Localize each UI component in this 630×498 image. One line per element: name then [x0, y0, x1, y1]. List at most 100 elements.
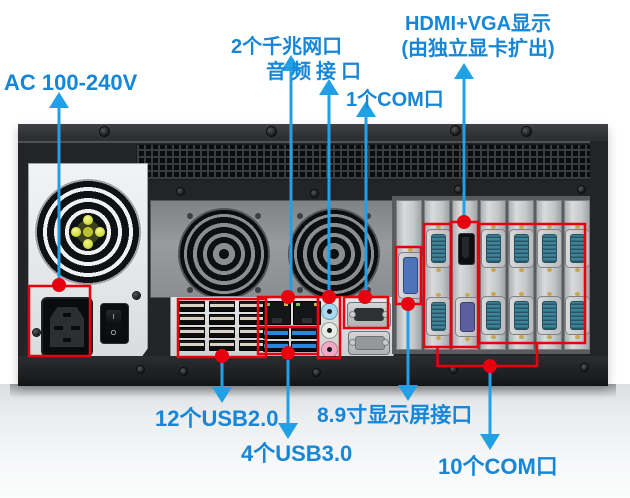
label-usb3: 4个USB3.0 — [241, 441, 353, 466]
jack-post — [491, 225, 496, 229]
case-fan-grille — [178, 208, 270, 300]
vga-face — [460, 302, 475, 332]
lan-led-amber — [284, 303, 288, 306]
label-usb2: 12个USB2.0 — [155, 406, 279, 431]
usb2-port — [239, 327, 265, 338]
screw-icon — [313, 369, 320, 376]
fan-mount-hole — [255, 213, 261, 219]
power-supply-plate: I O — [28, 163, 148, 376]
screw-icon — [177, 188, 184, 195]
audio-jack-lineout — [321, 322, 338, 339]
jack-post — [547, 268, 552, 272]
jack-post — [408, 248, 413, 252]
arrow-up-icon — [454, 63, 474, 79]
ac-pin — [63, 338, 71, 342]
label-gpu-line1: HDMI+VGA显示 — [404, 13, 552, 35]
ac-inlet-opening — [50, 307, 84, 347]
jack-post — [436, 268, 441, 272]
screw-icon — [522, 127, 531, 136]
usb2-port — [179, 340, 205, 351]
jack-post — [547, 225, 552, 229]
vga-face — [403, 257, 418, 294]
ac-power-inlet — [41, 297, 93, 357]
fan-mount-hole — [365, 287, 371, 293]
switch-on-mark: I — [112, 314, 115, 321]
card-com-port — [509, 225, 534, 272]
jack-post — [519, 292, 524, 296]
screw-icon — [578, 186, 585, 193]
jack-post — [519, 335, 524, 339]
hdmi-inner — [462, 237, 469, 259]
switch-off-mark: O — [110, 330, 117, 337]
screw-icon — [455, 186, 462, 193]
screw-icon — [33, 329, 40, 336]
fan-hub-dot — [83, 215, 93, 225]
jack-post — [575, 225, 580, 229]
fan-mount-hole — [297, 287, 303, 293]
lan-cluster — [263, 301, 321, 325]
display-vga-port — [398, 248, 423, 303]
screw-icon — [581, 364, 588, 371]
jack-post — [465, 293, 470, 297]
card-com-port — [537, 292, 562, 339]
floor-background — [0, 384, 630, 498]
jack-post — [436, 336, 441, 340]
card-com-port — [565, 225, 590, 272]
screw-icon — [137, 366, 144, 373]
usb2-port — [209, 301, 235, 312]
usb2-port — [239, 301, 265, 312]
usb2-port — [179, 327, 205, 338]
usb2-cluster — [179, 301, 265, 351]
fan-hub-dot — [95, 227, 105, 237]
label-audio: 音频接口 — [266, 61, 366, 83]
label-gpu-display: HDMI+VGA显示 (由独立显卡扩出) — [396, 12, 560, 62]
usb2-port — [239, 340, 265, 351]
card-com-port — [426, 225, 451, 272]
fan-hub-dot — [83, 239, 93, 249]
usb2-port — [179, 301, 205, 312]
usb2-port — [209, 327, 235, 338]
com-face — [431, 234, 446, 263]
com-face — [542, 301, 557, 330]
jack-post — [575, 335, 580, 339]
com-face — [570, 234, 585, 263]
usb2-port — [209, 340, 235, 351]
usb3-port — [291, 328, 317, 339]
usb3-port — [263, 341, 289, 352]
card-com-port — [537, 225, 562, 272]
label-lan: 2个千兆网口 — [231, 36, 343, 58]
vent-mesh — [136, 144, 596, 180]
motherboard-io-shield — [170, 296, 394, 360]
jack-post — [349, 311, 356, 318]
screw-icon — [180, 368, 187, 375]
chassis-top-edge — [18, 124, 608, 143]
fan-mount-hole — [255, 287, 261, 293]
vga-port-onboard — [348, 331, 390, 355]
ac-pin — [63, 313, 71, 317]
ethernet-port — [293, 301, 321, 325]
com-face — [486, 234, 501, 263]
jack-post — [519, 268, 524, 272]
jack-post — [382, 311, 389, 318]
usb2-port — [179, 314, 205, 325]
fan-mount-hole — [187, 287, 193, 293]
label-gpu-line2: (由独立显卡扩出) — [401, 38, 555, 60]
usb3-cluster — [263, 328, 317, 352]
jack-post — [465, 337, 470, 341]
jack-post — [491, 268, 496, 272]
ac-pin — [54, 326, 63, 330]
jack-post — [491, 292, 496, 296]
com-face — [514, 234, 529, 263]
jack-post — [382, 339, 389, 346]
jack-post — [349, 339, 356, 346]
fan-mount-hole — [297, 213, 303, 219]
audio-jack-column — [321, 303, 338, 360]
psu-fan-grille — [35, 179, 141, 285]
com-face — [514, 301, 529, 330]
expansion-slot-area — [392, 196, 590, 354]
lan-led-amber — [314, 303, 318, 306]
screw-icon — [450, 366, 457, 373]
lan-tab — [302, 318, 312, 323]
jack-post — [408, 299, 413, 303]
chassis-right-frame — [590, 141, 608, 386]
